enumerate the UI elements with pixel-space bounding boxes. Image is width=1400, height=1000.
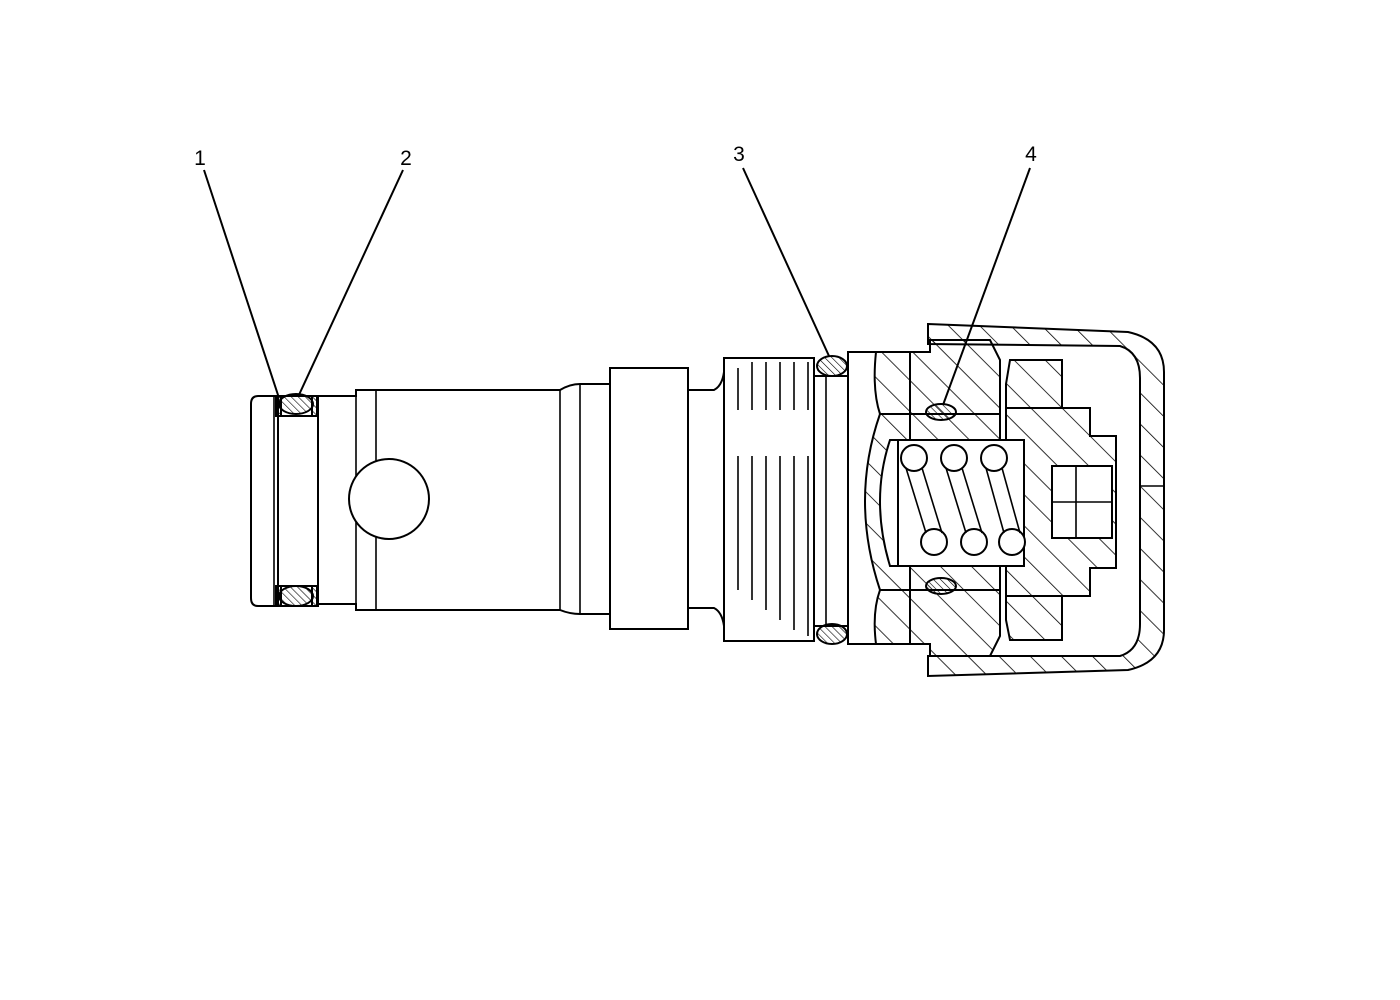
o-ring-seal-upper <box>275 393 319 417</box>
svg-text:4: 4 <box>1025 143 1037 166</box>
callout-3: 3 <box>733 143 830 357</box>
body-neck <box>687 360 725 640</box>
side-port <box>348 458 430 540</box>
callout-4: 4 <box>942 143 1037 406</box>
svg-text:3: 3 <box>733 143 745 166</box>
outer-cap <box>927 322 1165 678</box>
o-ring-seal-lower <box>275 585 319 607</box>
svg-text:2: 2 <box>400 147 412 170</box>
threaded-section <box>723 357 815 642</box>
valve-body <box>317 383 611 615</box>
svg-text:1: 1 <box>194 147 206 170</box>
callout-2: 2 <box>297 147 412 398</box>
body-collar <box>609 367 689 630</box>
valve-head <box>847 339 1117 657</box>
callout-1: 1 <box>194 147 280 399</box>
left-end-cap <box>250 395 279 607</box>
o-ring-seal-3 <box>813 355 849 645</box>
